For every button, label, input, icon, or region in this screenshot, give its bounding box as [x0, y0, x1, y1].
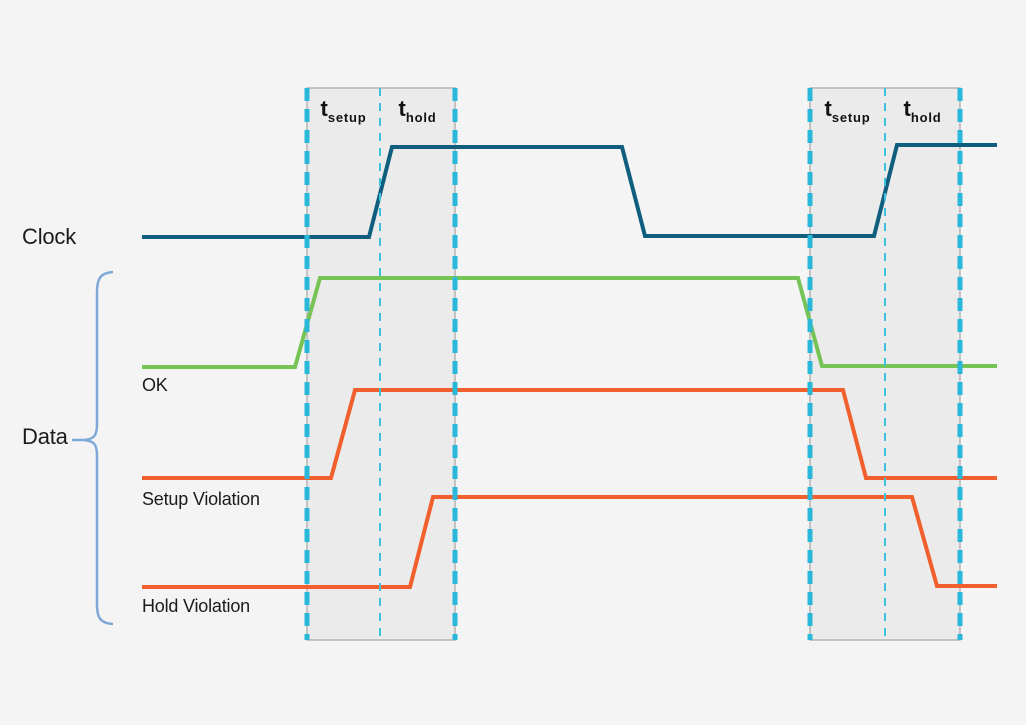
data-row-label: Data — [22, 424, 68, 449]
setup-violation-signal-label: Setup Violation — [142, 489, 260, 509]
t-symbol: t — [903, 96, 911, 121]
setup-violation-signal-line — [142, 388, 997, 480]
t-subscript: hold — [910, 110, 942, 125]
clock-row-label: Clock — [22, 224, 77, 249]
t-setup-label-window-2: tsetup — [825, 96, 871, 125]
t-symbol: t — [824, 96, 832, 121]
hold-violation-signal-line — [142, 495, 997, 589]
ok-signal-line — [142, 276, 997, 369]
t-subscript: setup — [327, 110, 367, 125]
t-symbol: t — [320, 96, 328, 121]
clock-signal-line — [142, 143, 997, 239]
data-group-brace — [83, 270, 114, 626]
t-hold-label-window-2: thold — [904, 96, 942, 125]
t-subscript: hold — [405, 110, 437, 125]
t-setup-label-window-1: tsetup — [321, 96, 367, 125]
t-symbol: t — [398, 96, 406, 121]
hold-violation-signal-label: Hold Violation — [142, 596, 250, 616]
ok-signal-label: OK — [142, 375, 168, 395]
t-hold-label-window-1: thold — [399, 96, 437, 125]
t-subscript: setup — [831, 110, 871, 125]
